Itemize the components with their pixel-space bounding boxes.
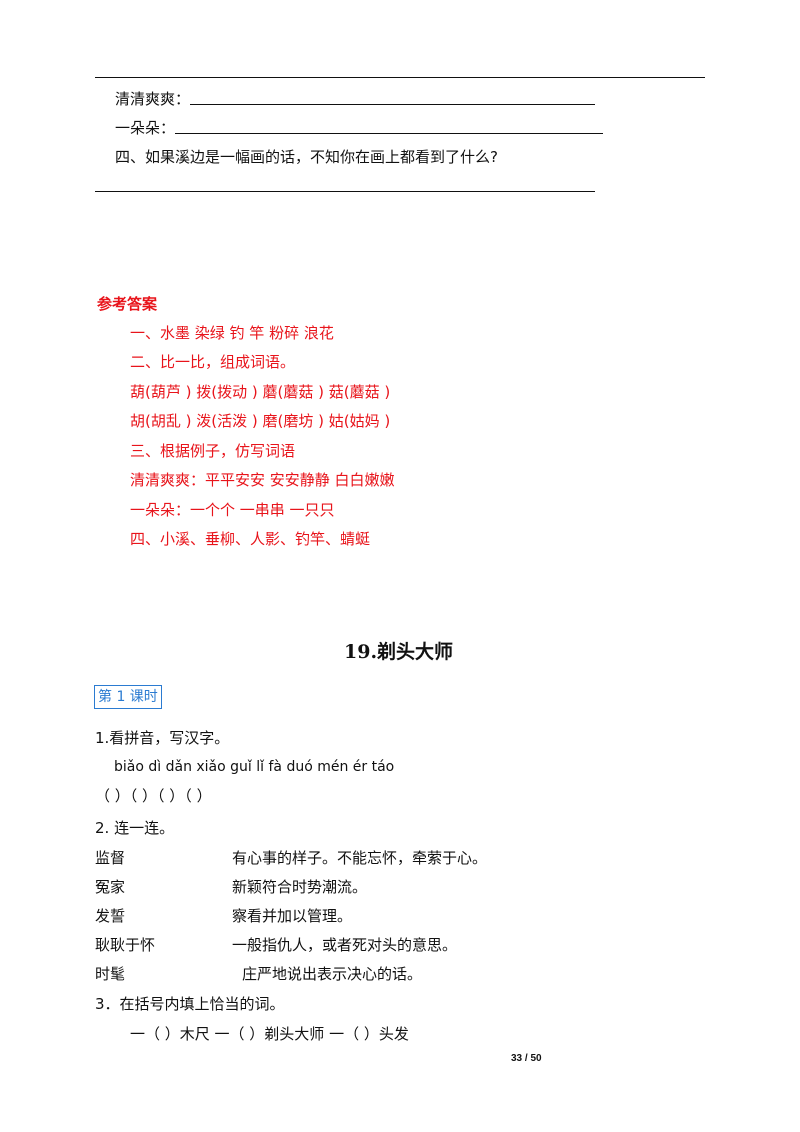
match-right-item[interactable]: 有心事的样子。不能忘怀，牵萦于心。 bbox=[232, 849, 488, 867]
answer-line: 二、比一比，组成词语。 bbox=[130, 353, 296, 371]
answer-brackets[interactable]: （ ）（ ）（ ）（ ） bbox=[95, 787, 212, 805]
match-right-item[interactable]: 庄严地说出表示决心的话。 bbox=[242, 965, 423, 983]
answer-line: 葫(葫芦 ) 拨(拨动 ) 蘑(蘑菇 ) 菇(蘑菇 ) bbox=[130, 383, 391, 401]
match-left-item[interactable]: 时髦 bbox=[95, 965, 126, 983]
answer-line: 三、根据例子，仿写词语 bbox=[130, 442, 296, 460]
yiduoduo-answer-line[interactable] bbox=[175, 133, 603, 134]
qingqing-answer-line[interactable] bbox=[190, 104, 595, 105]
answer-line: 清清爽爽：平平安安 安安静静 白白嫩嫩 bbox=[130, 471, 395, 489]
qingqing-label: 清清爽爽： bbox=[115, 90, 191, 108]
page-number: 33 / 50 bbox=[511, 1053, 542, 1064]
match-left-item[interactable]: 监督 bbox=[95, 849, 126, 867]
lesson-section-badge: 第 1 课时 bbox=[94, 685, 162, 709]
match-right-item[interactable]: 察看并加以管理。 bbox=[232, 907, 353, 925]
question-2: 2. 连一连。 bbox=[95, 819, 175, 837]
question-3-items[interactable]: 一（ ）木尺 一（ ）剃头大师 一（ ）头发 bbox=[130, 1025, 409, 1043]
top-separator-line bbox=[95, 77, 705, 78]
yiduoduo-label: 一朵朵： bbox=[115, 119, 176, 137]
match-left-item[interactable]: 发誓 bbox=[95, 907, 126, 925]
answer-line: 四、小溪、垂柳、人影、钓竿、蜻蜓 bbox=[130, 530, 371, 548]
pinyin-row: biǎo dì dǎn xiǎo guǐ lǐ fà duó mén ér tá… bbox=[114, 759, 395, 775]
match-left-item[interactable]: 耿耿于怀 bbox=[95, 936, 156, 954]
lesson-title: 19.剃头大师 bbox=[344, 641, 454, 663]
question-4: 四、如果溪边是一幅画的话，不知你在画上都看到了什么? bbox=[115, 148, 498, 166]
answer-line: 胡(胡乱 ) 泼(活泼 ) 磨(磨坊 ) 姑(姑妈 ) bbox=[130, 412, 391, 430]
question-4-answer-line[interactable] bbox=[95, 191, 595, 192]
question-1: 1.看拼音，写汉字。 bbox=[95, 729, 230, 747]
answer-line: 一、水墨 染绿 钓 竿 粉碎 浪花 bbox=[130, 324, 334, 342]
answer-line: 一朵朵：一个个 一串串 一只只 bbox=[130, 501, 335, 519]
match-right-item[interactable]: 一般指仇人，或者死对头的意思。 bbox=[232, 936, 458, 954]
match-right-item[interactable]: 新颖符合时势潮流。 bbox=[232, 878, 368, 896]
answers-title: 参考答案 bbox=[97, 295, 158, 313]
match-left-item[interactable]: 冤家 bbox=[95, 878, 126, 896]
question-3: 3．在括号内填上恰当的词。 bbox=[95, 995, 285, 1013]
